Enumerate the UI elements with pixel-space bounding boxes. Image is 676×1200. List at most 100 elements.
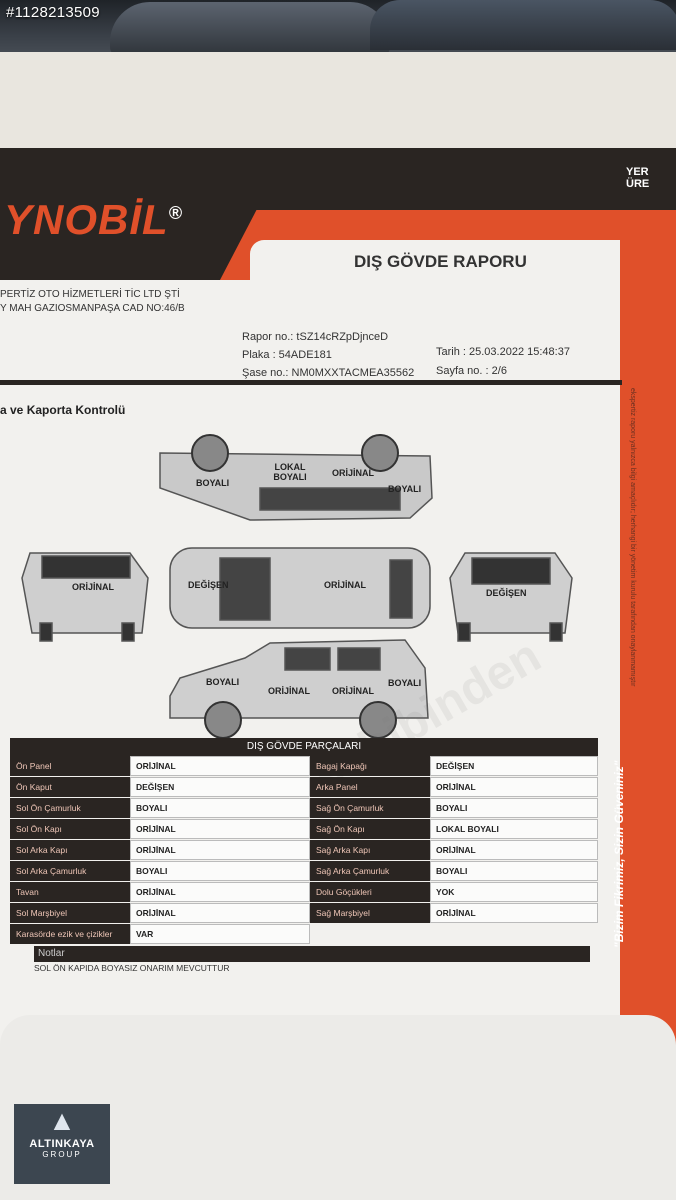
wheel-icon	[204, 701, 242, 739]
part-name: Sağ Arka Kapı	[310, 840, 430, 860]
part-name: Dolu Göçükleri	[310, 882, 430, 902]
diagram-label: BOYALI	[196, 478, 230, 488]
part-name: Sol Arka Çamurluk	[10, 861, 130, 881]
part-status: ORİJİNAL	[130, 819, 310, 839]
part-name: Ön Kaput	[10, 777, 130, 797]
wheel-icon	[191, 434, 229, 472]
part-name: Ön Panel	[10, 756, 130, 776]
car-rear-view	[449, 552, 573, 642]
car-interior-background	[0, 0, 676, 60]
part-name: Sol Marşbiyel	[10, 903, 130, 923]
diagram-label: DEĞİŞEN	[486, 588, 527, 598]
part-status: YOK	[430, 882, 598, 902]
part-status: BOYALI	[130, 861, 310, 881]
diagram-label: BOYALI	[388, 484, 422, 494]
part-status: ORİJİNAL	[430, 777, 598, 797]
report-title: DIŞ GÖVDE RAPORU	[354, 252, 527, 271]
part-status: ORİJİNAL	[430, 903, 598, 923]
part-name: Sol Ön Kapı	[10, 819, 130, 839]
car-side-view-bottom	[169, 639, 429, 719]
diagram-label: ORİJİNAL	[332, 468, 375, 478]
diagram-label: ORİJİNAL	[268, 686, 311, 696]
part-status: ORİJİNAL	[130, 882, 310, 902]
listing-id: #1128213509	[6, 4, 100, 21]
diagram-label: ORİJİNAL	[72, 582, 115, 592]
car-body-diagram: BOYALI LOKAL BOYALI ORİJİNAL BOYALI ORİJ…	[10, 428, 610, 739]
car-seat	[110, 2, 390, 57]
part-status: ORİJİNAL	[130, 903, 310, 923]
company-name: PERTİZ OTO HİZMETLERİ TİC LTD ŞTİ	[0, 289, 180, 300]
diagram-label: ORİJİNAL	[332, 686, 375, 696]
title-box	[250, 240, 620, 280]
part-name: Sol Arka Kapı	[10, 840, 130, 860]
part-name: Karasörde ezik ve çizikler	[10, 924, 130, 944]
notes-header: Notlar	[34, 946, 590, 962]
wheel-icon	[361, 434, 399, 472]
diagram-label: ORİJİNAL	[324, 580, 367, 590]
corner-tag: YER ÜRE	[626, 166, 650, 190]
part-status: ORİJİNAL	[130, 840, 310, 860]
report-number: Rapor no.: tSZ14cRZpDjnceD	[242, 331, 389, 343]
logo-name: ALTINKAYA	[29, 1138, 95, 1150]
dealer-logo: ▲ ALTINKAYA GROUP	[14, 1104, 110, 1184]
section-title: a ve Kaporta Kontrolü	[0, 403, 126, 417]
tower-icon: ▲	[48, 1105, 76, 1136]
chassis-number: Şase no.: NM0MXXTACMEA35562	[242, 367, 415, 379]
part-name: Sol Ön Çamurluk	[10, 798, 130, 818]
brand-logo: YNOBİL®	[4, 196, 183, 243]
part-status: DEĞİŞEN	[430, 756, 598, 776]
part-status: BOYALI	[430, 861, 598, 881]
part-status: ORİJİNAL	[130, 756, 310, 776]
part-name: Bagaj Kapağı	[310, 756, 430, 776]
diagram-label: DEĞİŞEN	[188, 580, 229, 590]
parts-table-title: DIŞ GÖVDE PARÇALARI	[10, 738, 598, 756]
report-sheet: YNOBİL® YER ÜRE DIŞ GÖVDE RAPORU PERTİZ …	[0, 148, 676, 1098]
foreground-paper	[0, 1015, 676, 1200]
divider	[0, 380, 622, 385]
part-status: ORİJİNAL	[430, 840, 598, 860]
diagram-label: BOYALI	[206, 677, 240, 687]
page-number: Sayfa no. : 2/6	[436, 365, 507, 377]
side-disclaimer: ekspertiz raporu yalnızca bilgi amaçlıdı…	[629, 388, 636, 687]
diagram-label: BOYALI	[388, 678, 422, 688]
right-accent-strip	[620, 210, 676, 1098]
notes-text: SOL ÖN KAPIDA BOYASIZ ONARIM MEVCUTTUR	[34, 963, 230, 973]
part-name: Arka Panel	[310, 777, 430, 797]
part-status: BOYALI	[430, 798, 598, 818]
part-name: Sağ Marşbiyel	[310, 903, 430, 923]
part-status: BOYALI	[130, 798, 310, 818]
slogan: "Bizim Fikrimiz, Sizin Güveniniz"	[612, 760, 626, 948]
part-name: Tavan	[10, 882, 130, 902]
part-status: DEĞİŞEN	[130, 777, 310, 797]
diagram-label: LOKAL BOYALI	[273, 462, 307, 482]
car-roof-view	[169, 547, 431, 629]
part-name: Sağ Ön Çamurluk	[310, 798, 430, 818]
part-name: Sağ Ön Kapı	[310, 819, 430, 839]
plate: Plaka : 54ADE181	[242, 349, 332, 361]
part-status: LOKAL BOYALI	[430, 819, 598, 839]
company-info: PERTİZ OTO HİZMETLERİ TİC LTD ŞTİ Y MAH …	[0, 288, 185, 316]
part-status: VAR	[130, 924, 310, 944]
car-diagram-svg	[21, 434, 573, 739]
car-seat	[370, 0, 676, 50]
report-date: Tarih : 25.03.2022 15:48:37	[436, 346, 570, 358]
